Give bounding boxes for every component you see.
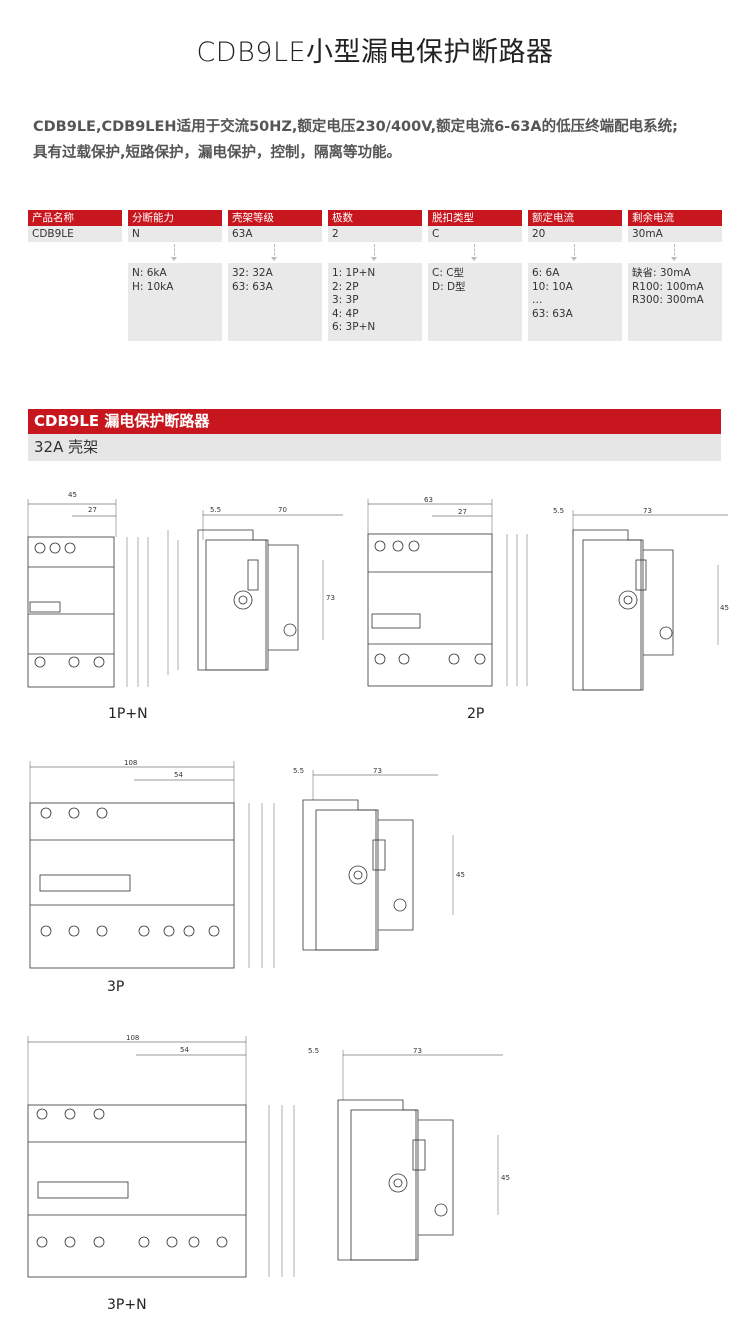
arrow-down-icon (471, 257, 477, 261)
dim-side-depth: 70 (278, 506, 287, 514)
code-option: 10: 10A (532, 280, 573, 293)
code-column-header: 产品名称 (28, 210, 122, 226)
code-column-value: 2 (328, 226, 422, 242)
drawing-3pn-side: 5.5 73 45 (303, 1045, 523, 1270)
dim-half: 27 (458, 508, 467, 516)
dim-half: 27 (88, 506, 97, 514)
code-option: H: 10kA (132, 280, 174, 293)
code-option: 缺省: 30mA (632, 267, 691, 279)
code-option: N: 6kA (132, 267, 167, 279)
code-column-value: N (128, 226, 222, 242)
code-option: 6: 3P+N (332, 321, 376, 333)
dim-side-offset: 5.5 (293, 767, 304, 775)
code-option: R100: 100mA (632, 280, 704, 293)
code-column-header: 极数 (328, 210, 422, 226)
dim-side-height: 45 (501, 1174, 510, 1182)
code-column-header: 剩余电流 (628, 210, 722, 226)
arrow-down-icon (271, 257, 277, 261)
caption-3pn: 3P+N (107, 1297, 147, 1313)
code-column-header: 分断能力 (128, 210, 222, 226)
dim-side-offset: 5.5 (308, 1047, 319, 1055)
drawing-3p-side: 5.5 73 45 (288, 765, 478, 965)
dim-side-height: 45 (456, 871, 465, 879)
code-option: C: C型 (432, 267, 465, 279)
dim-side-offset: 5.5 (553, 507, 564, 515)
code-column-value: C (428, 226, 522, 242)
description-line-1: CDB9LE,CDB9LEH适用于交流50HZ,额定电压230/400V,额定电… (33, 119, 678, 135)
dim-side-offset: 5.5 (210, 506, 221, 514)
dim-width: 108 (126, 1034, 139, 1042)
code-column-header: 额定电流 (528, 210, 622, 226)
code-option: 63: 63A (532, 307, 573, 320)
code-option: D: D型 (432, 280, 466, 293)
code-column-header: 壳架等级 (228, 210, 322, 226)
product-description: CDB9LE,CDB9LEH适用于交流50HZ,额定电压230/400V,额定电… (33, 114, 733, 166)
code-column-value: CDB9LE (28, 226, 122, 242)
code-option: R300: 300mA (632, 294, 704, 306)
dim-side-depth: 73 (413, 1047, 422, 1055)
drawing-2p-front: 63 27 (362, 494, 542, 694)
arrow-down-icon (571, 257, 577, 261)
section-subtitle: 32A 壳架 (28, 434, 721, 461)
description-line-2: 具有过载保护,短路保护，漏电保护，控制，隔离等功能。 (33, 145, 402, 161)
arrow-down-icon (671, 257, 677, 261)
caption-1pn: 1P+N (108, 706, 148, 722)
dim-width: 63 (424, 496, 433, 504)
connector-line (274, 244, 275, 260)
drawing-2p-side: 5.5 73 45 (548, 505, 738, 695)
dim-half: 54 (174, 771, 183, 779)
arrow-down-icon (171, 257, 177, 261)
code-option: … (532, 294, 543, 306)
code-column-value: 30mA (628, 226, 722, 242)
dim-side-height: 45 (720, 604, 729, 612)
connector-line (474, 244, 475, 260)
code-option: 2: 2P (332, 280, 359, 293)
dim-side-depth: 73 (373, 767, 382, 775)
code-column-value: 20 (528, 226, 622, 242)
drawing-1pn-front: 45 27 (24, 482, 156, 692)
dim-side-depth: 73 (643, 507, 652, 515)
code-column-value: 63A (228, 226, 322, 242)
code-option: 32: 32A (232, 267, 273, 279)
caption-3p: 3P (107, 979, 125, 995)
code-option: 4: 4P (332, 307, 359, 320)
dim-width: 45 (68, 491, 77, 499)
code-column-header: 脱扣类型 (428, 210, 522, 226)
page-title: CDB9LE小型漏电保护断路器 (196, 37, 554, 68)
connector-line (374, 244, 375, 260)
connector-line (674, 244, 675, 260)
drawing-3p-front: 108 54 (24, 755, 284, 975)
connector-line (574, 244, 575, 260)
dim-width: 108 (124, 759, 137, 767)
arrow-down-icon (371, 257, 377, 261)
dim-side-height: 73 (326, 594, 335, 602)
dim-half: 54 (180, 1046, 189, 1054)
code-option: 1: 1P+N (332, 267, 376, 279)
code-option: 63: 63A (232, 280, 273, 293)
section-banner: CDB9LE 漏电保护断路器 (28, 409, 721, 434)
drawing-1pn-side: 5.5 70 73 (158, 500, 348, 695)
code-option: 3: 3P (332, 294, 359, 306)
caption-2p: 2P (467, 706, 485, 722)
drawing-3pn-front: 108 54 (24, 1030, 309, 1285)
connector-line (174, 244, 175, 260)
code-option: 6: 6A (532, 267, 560, 279)
